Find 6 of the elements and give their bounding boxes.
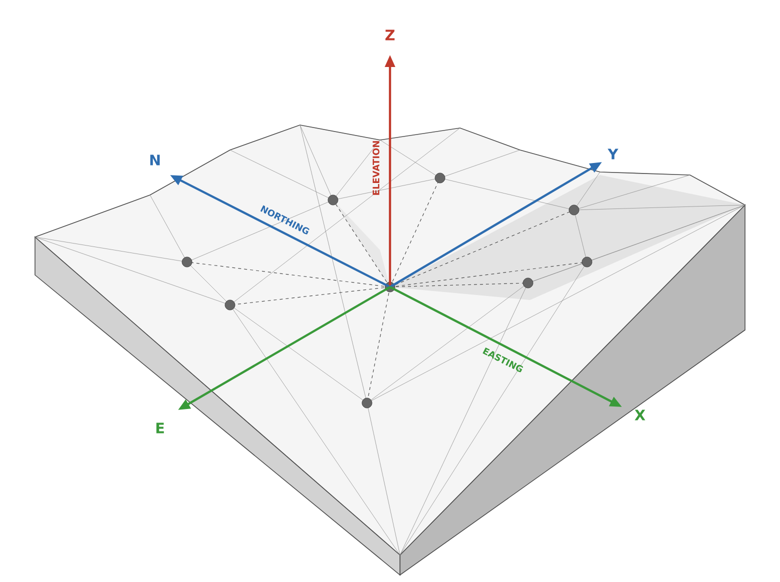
axis-label: Z [385,30,395,40]
axis-name: ELEVATION [372,141,380,195]
axis-label: E [156,422,164,434]
axis-label: N [150,154,160,166]
axis-label: Y [608,148,618,160]
axis-label: X [634,410,646,420]
